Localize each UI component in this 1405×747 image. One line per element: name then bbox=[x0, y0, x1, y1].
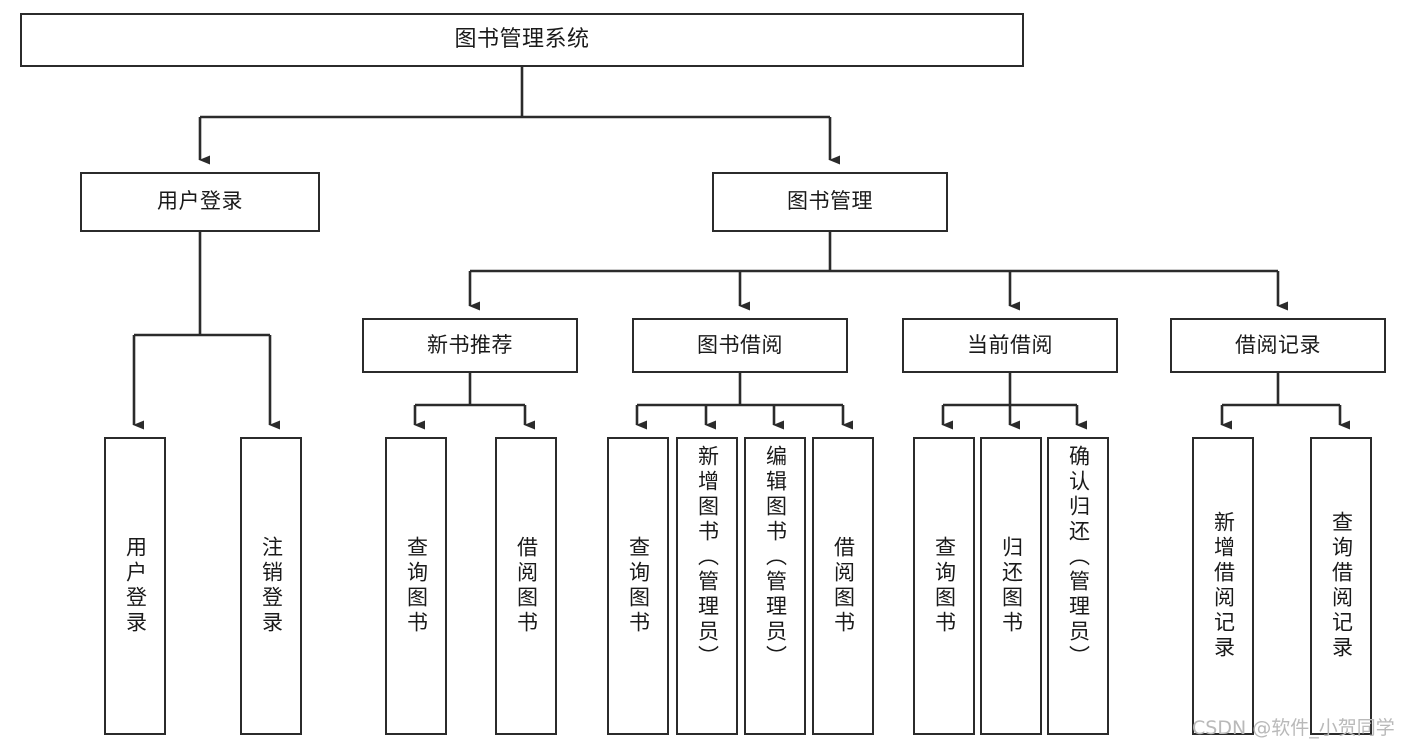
node-leaf-edit-book-label: 编辑图书（管理员） bbox=[763, 445, 788, 670]
node-leaf-add-record[interactable]: 新增借阅记录 bbox=[1192, 437, 1254, 735]
node-borrow-record[interactable]: 借阅记录 bbox=[1170, 318, 1386, 373]
node-new-book-recommend[interactable]: 新书推荐 bbox=[362, 318, 578, 373]
node-leaf-query-book-1[interactable]: 查询图书 bbox=[385, 437, 447, 735]
node-leaf-borrow-book-1-label: 借阅图书 bbox=[514, 536, 539, 636]
node-book-management[interactable]: 图书管理 bbox=[712, 172, 948, 232]
node-leaf-query-book-2-label: 查询图书 bbox=[626, 536, 651, 636]
node-leaf-add-book[interactable]: 新增图书（管理员） bbox=[676, 437, 738, 735]
node-leaf-confirm-return-label: 确认归还（管理员） bbox=[1066, 445, 1091, 670]
node-leaf-query-book-2[interactable]: 查询图书 bbox=[607, 437, 669, 735]
node-leaf-logout-login[interactable]: 注销登录 bbox=[240, 437, 302, 735]
node-leaf-edit-book[interactable]: 编辑图书（管理员） bbox=[744, 437, 806, 735]
node-leaf-confirm-return[interactable]: 确认归还（管理员） bbox=[1047, 437, 1109, 735]
node-root[interactable]: 图书管理系统 bbox=[20, 13, 1024, 67]
node-leaf-query-record-label: 查询借阅记录 bbox=[1329, 511, 1354, 661]
node-current-borrow[interactable]: 当前借阅 bbox=[902, 318, 1118, 373]
node-leaf-return-book[interactable]: 归还图书 bbox=[980, 437, 1042, 735]
node-root-label: 图书管理系统 bbox=[454, 26, 590, 52]
node-leaf-add-record-label: 新增借阅记录 bbox=[1211, 511, 1236, 661]
node-leaf-query-book-1-label: 查询图书 bbox=[404, 536, 429, 636]
node-leaf-user-login[interactable]: 用户登录 bbox=[104, 437, 166, 735]
node-leaf-borrow-book-1[interactable]: 借阅图书 bbox=[495, 437, 557, 735]
node-user-login[interactable]: 用户登录 bbox=[80, 172, 320, 232]
node-book-borrow-label: 图书借阅 bbox=[697, 332, 783, 357]
node-leaf-borrow-book-2-label: 借阅图书 bbox=[831, 536, 856, 636]
node-leaf-logout-login-label: 注销登录 bbox=[259, 536, 284, 636]
node-current-borrow-label: 当前借阅 bbox=[967, 332, 1053, 357]
node-book-borrow[interactable]: 图书借阅 bbox=[632, 318, 848, 373]
node-leaf-query-record[interactable]: 查询借阅记录 bbox=[1310, 437, 1372, 735]
node-user-login-label: 用户登录 bbox=[157, 189, 243, 214]
node-leaf-return-book-label: 归还图书 bbox=[999, 536, 1024, 636]
node-new-book-recommend-label: 新书推荐 bbox=[427, 332, 513, 357]
node-leaf-user-login-label: 用户登录 bbox=[123, 536, 148, 636]
watermark-text: CSDN @软件_小贺同学 bbox=[1192, 717, 1395, 739]
node-leaf-query-book-3[interactable]: 查询图书 bbox=[913, 437, 975, 735]
node-borrow-record-label: 借阅记录 bbox=[1235, 332, 1321, 357]
node-leaf-add-book-label: 新增图书（管理员） bbox=[695, 445, 720, 670]
node-leaf-borrow-book-2[interactable]: 借阅图书 bbox=[812, 437, 874, 735]
node-leaf-query-book-3-label: 查询图书 bbox=[932, 536, 957, 636]
node-book-management-label: 图书管理 bbox=[787, 189, 873, 214]
